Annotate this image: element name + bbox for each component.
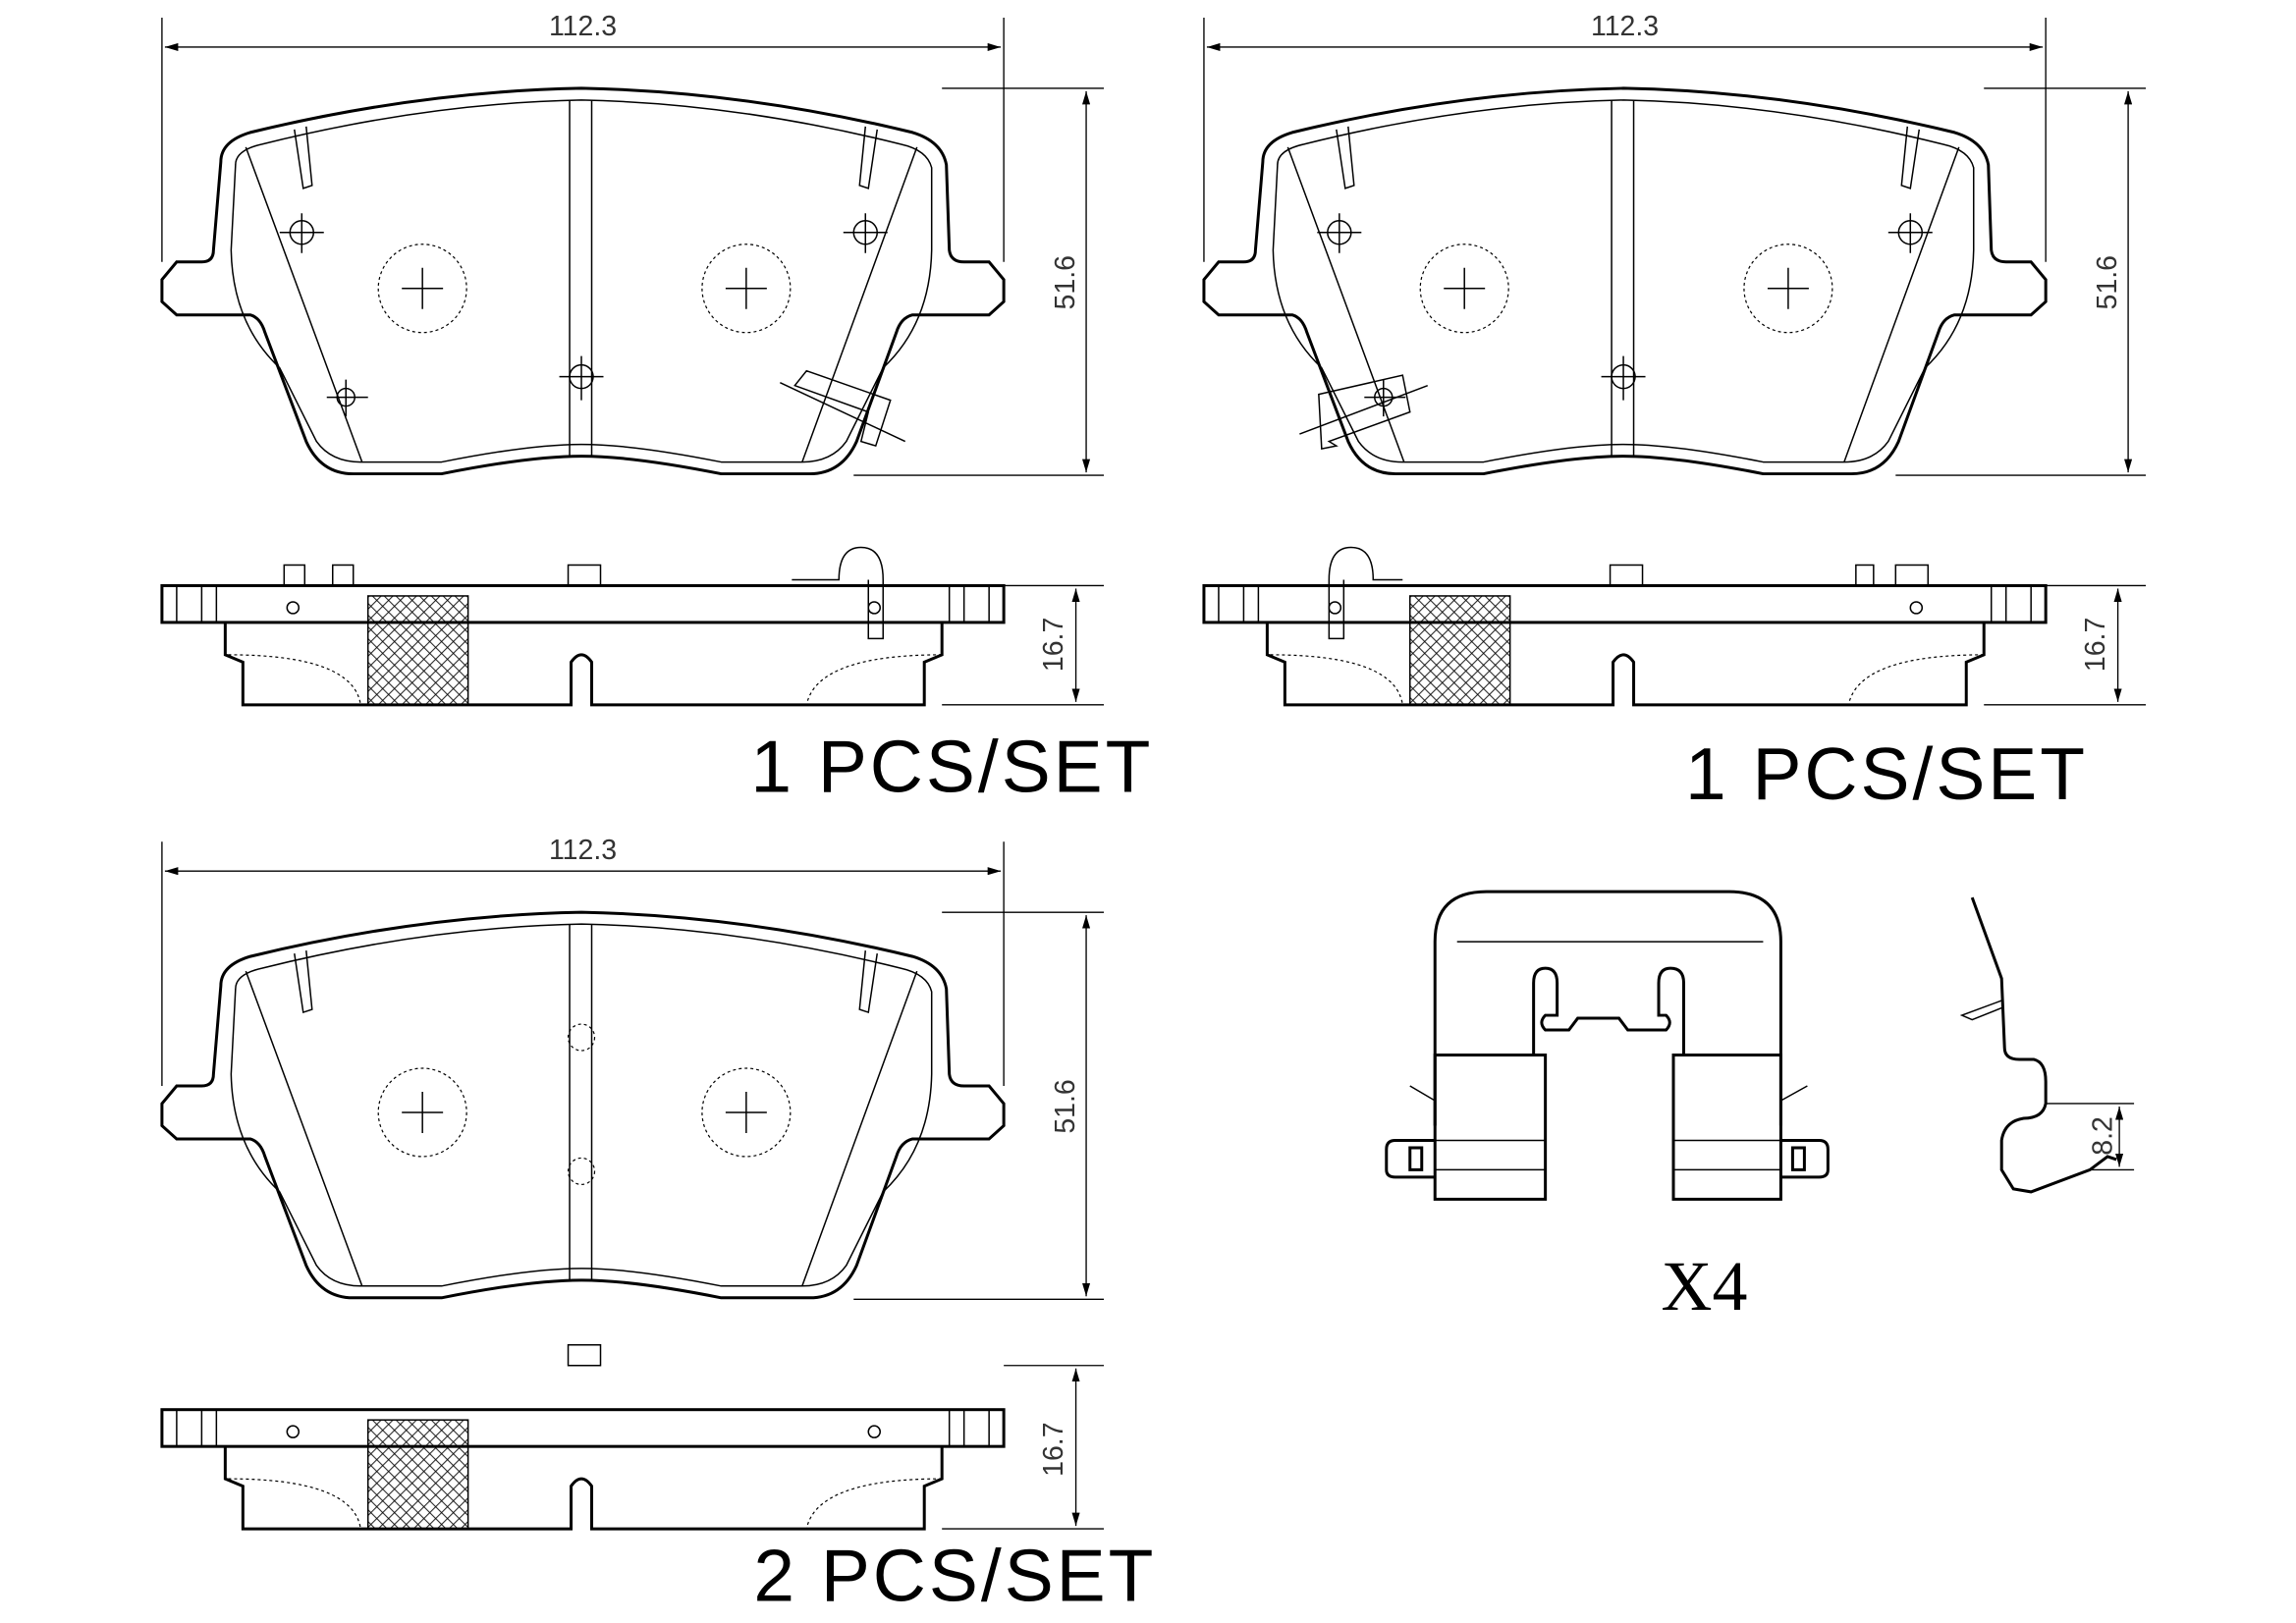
- thickness-dimension: 16.7: [2080, 618, 2111, 672]
- pad-3-side-view: [160, 1408, 1006, 1531]
- pad-1: 112.3 51.6 16.7 1 PCS/SET: [160, 11, 1153, 807]
- thickness-dimension: 16.7: [1038, 618, 1069, 672]
- clip-quantity-label: X4: [1662, 1247, 1748, 1325]
- width-dimension: 112.3: [549, 11, 617, 42]
- abutment-clip-front-view: X4: [1385, 890, 1830, 1325]
- pad-2-side-view: [1202, 583, 2048, 707]
- thickness-dimension: 16.7: [1038, 1422, 1069, 1476]
- clip-dimension: 8.2: [2088, 1116, 2119, 1156]
- pad-3: 112.3 51.6 16.7 2 PCS/SET: [160, 835, 1156, 1617]
- width-dimension: 112.3: [549, 835, 617, 866]
- height-dimension: 51.6: [1050, 255, 1081, 309]
- abutment-clip-side-view: 8.2: [1959, 896, 2135, 1194]
- quantity-label: 1 PCS/SET: [1685, 732, 2088, 815]
- quantity-label: 1 PCS/SET: [750, 725, 1153, 807]
- pad-2-front-view: [1202, 86, 2048, 476]
- pad-3-front-view: [160, 910, 1006, 1300]
- height-dimension: 51.6: [2092, 255, 2123, 309]
- pad-1-front-view: [160, 86, 1006, 476]
- height-dimension: 51.6: [1050, 1079, 1081, 1133]
- pad-1-side-view: [160, 583, 1006, 707]
- pad-2: 112.3 51.6 16.7 1 PCS/SET: [1202, 11, 2147, 815]
- quantity-label: 2 PCS/SET: [753, 1535, 1156, 1617]
- width-dimension: 112.3: [1591, 11, 1659, 42]
